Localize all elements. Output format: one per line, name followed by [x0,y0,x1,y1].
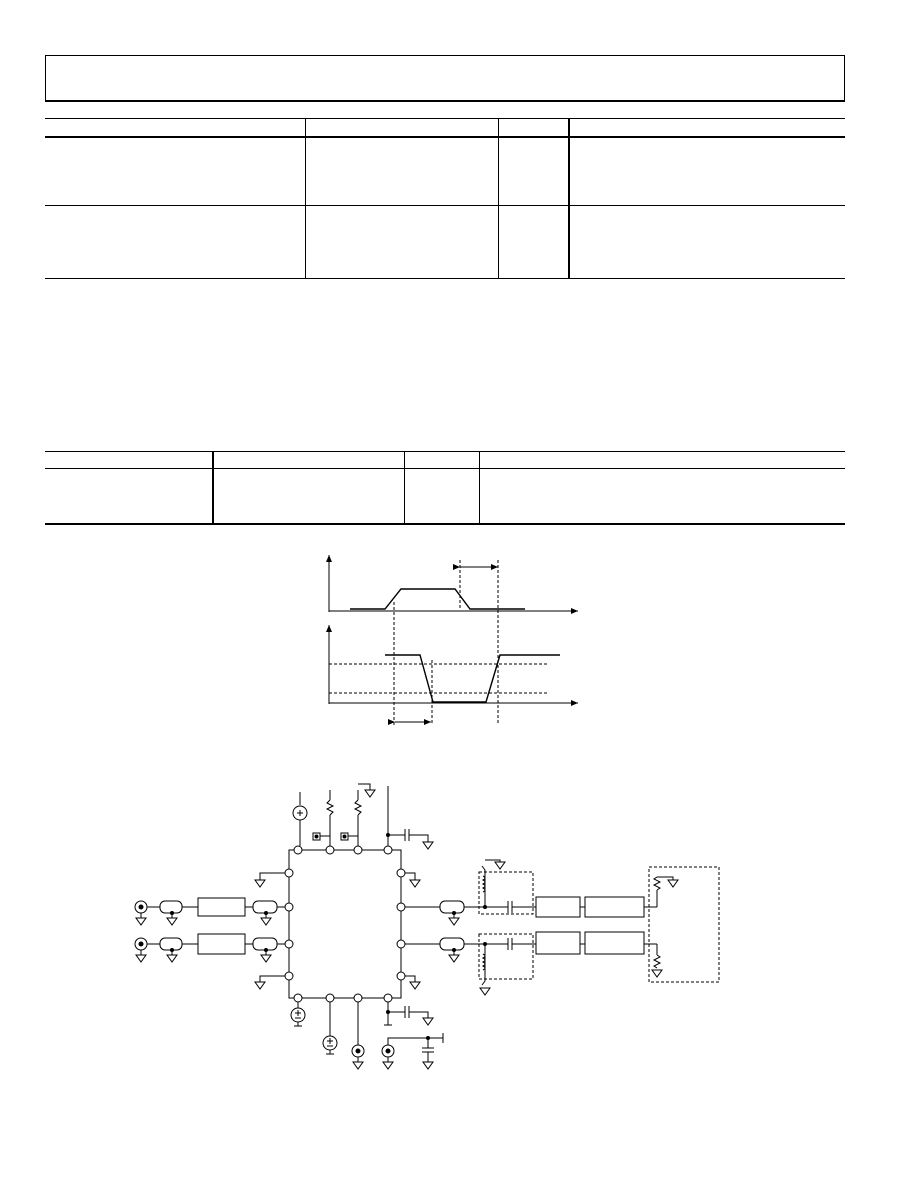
device-under-test [288,849,402,999]
table-1-header-rule [45,136,845,138]
table-1-col-divider-3 [568,118,570,278]
right-pins [396,868,406,981]
table-1-row-rule [45,205,845,206]
output-block-1a [535,896,581,918]
table-2-col-divider-3 [479,451,480,524]
bias-network-2 [478,933,534,980]
output-block-1b [584,896,645,918]
bias-network-1 [478,871,534,915]
table-2-col-divider-1 [212,451,214,524]
lower-waveform [385,654,560,703]
input-chain-1 [134,897,285,926]
output-block-2a [535,931,581,955]
output-block-2b [584,931,645,955]
table-2-col-divider-2 [404,451,405,524]
table-2-top-rule [45,451,845,452]
input-block-2 [197,933,246,955]
table-1-col-divider-2 [498,118,499,278]
table-1-bottom-rule [45,278,845,279]
page-header-box [45,55,845,102]
table-2-header-rule [45,468,845,469]
upper-pulse [350,588,525,610]
input-block-1 [197,897,246,917]
pullup-resistor-2 [353,799,363,816]
load-network [648,866,720,983]
output-chain-2 [405,931,657,996]
top-pins [293,845,393,855]
output-chain-1 [405,859,657,926]
table-1-top-rule [45,118,845,119]
ground-symbol-top [364,789,376,798]
table-2-bottom-rule [45,523,845,525]
input-chain-2 [134,933,285,963]
pullup-resistor-1 [325,799,335,816]
table-1-col-divider-1 [305,118,306,278]
